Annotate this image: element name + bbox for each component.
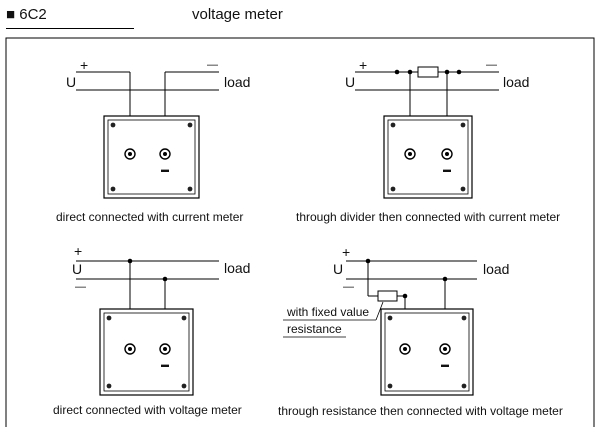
load-label: load <box>224 260 250 276</box>
terminal-negative <box>439 343 451 355</box>
minus-sign: — <box>75 281 86 293</box>
panel-direct-voltage: + — U load ▬ direct connected with volta… <box>53 243 250 417</box>
meter-body: ▬ <box>103 115 200 199</box>
terminal-positive <box>404 148 416 160</box>
terminal-positive <box>124 148 136 160</box>
mounting-screw <box>387 315 393 321</box>
junction-dot <box>456 69 462 75</box>
mounting-screw <box>461 383 467 389</box>
mounting-screw <box>390 186 396 192</box>
terminal-negative <box>441 148 453 160</box>
mounting-screw <box>181 383 187 389</box>
load-label: load <box>224 74 250 90</box>
caption: through resistance then connected with v… <box>278 404 563 418</box>
load-label: load <box>483 261 509 277</box>
caption: through divider then connected with curr… <box>296 210 560 224</box>
terminal-positive <box>124 343 136 355</box>
model-label: ■ 6C2 <box>6 6 47 23</box>
mounting-screw <box>460 186 466 192</box>
meter-body: ▬ <box>383 115 473 199</box>
outer-frame <box>5 37 595 427</box>
annotation-leader <box>375 301 384 321</box>
panel-direct-current: + — U load ▬ direct connected with curre… <box>56 57 250 224</box>
terminal-negative <box>159 343 171 355</box>
minus-terminal-mark: ▬ <box>161 165 169 174</box>
plus-sign: + <box>80 57 88 73</box>
minus-terminal-mark: ▬ <box>161 360 169 369</box>
plus-sign: + <box>342 244 350 260</box>
minus-terminal-mark: ▬ <box>441 360 449 369</box>
mounting-screw <box>106 383 112 389</box>
voltage-label: U <box>66 74 76 90</box>
minus-sign: — <box>207 59 218 71</box>
mounting-screw <box>110 122 116 128</box>
panel-resistance-voltage: + — U load ▬ with fixed value resistance <box>278 244 563 418</box>
caption: direct connected with current meter <box>56 210 243 224</box>
mounting-screw <box>187 122 193 128</box>
terminal-negative <box>159 148 171 160</box>
annotation-line-2: resistance <box>287 322 342 336</box>
voltage-label: U <box>72 261 82 277</box>
junction-dot <box>394 69 400 75</box>
mounting-screw <box>187 186 193 192</box>
mounting-screw <box>390 122 396 128</box>
mounting-screw <box>460 122 466 128</box>
fixed-resistor <box>377 290 398 302</box>
minus-terminal-mark: ▬ <box>443 165 451 174</box>
mounting-screw <box>461 315 467 321</box>
voltage-label: U <box>345 74 355 90</box>
mounting-screw <box>106 315 112 321</box>
load-label: load <box>503 74 529 90</box>
panel-divider-current: + — U load ▬ through divider then connec… <box>296 57 560 224</box>
annotation-line-1: with fixed value <box>286 305 369 319</box>
minus-sign: — <box>486 59 497 71</box>
header: ■ 6C2 voltage meter <box>6 6 596 29</box>
terminal-positive <box>399 343 411 355</box>
page-title: voltage meter <box>192 6 283 23</box>
minus-sign: — <box>343 281 354 293</box>
mounting-screw <box>387 383 393 389</box>
plus-sign: + <box>74 243 82 259</box>
caption: direct connected with voltage meter <box>53 403 242 417</box>
meter-body: ▬ <box>380 308 474 396</box>
divider-resistor <box>417 66 439 78</box>
voltage-label: U <box>333 261 343 277</box>
meter-body: ▬ <box>99 308 194 396</box>
mounting-screw <box>181 315 187 321</box>
mounting-screw <box>110 186 116 192</box>
plus-sign: + <box>359 57 367 73</box>
header-underline <box>6 28 134 29</box>
